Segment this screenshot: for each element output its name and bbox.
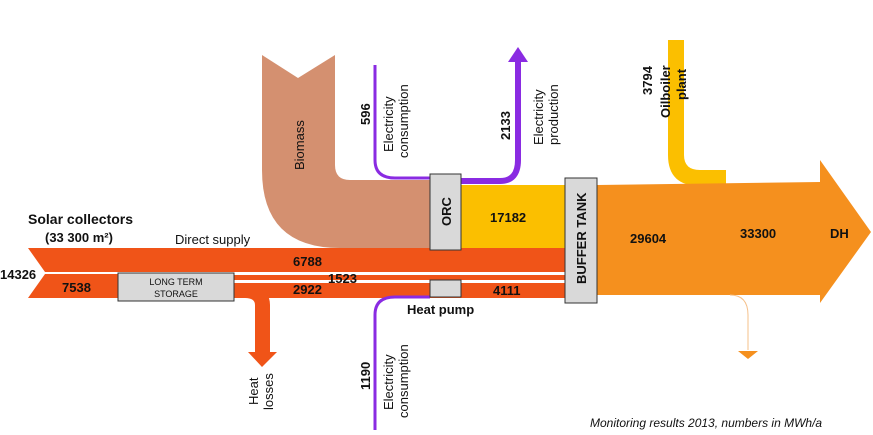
solar-area-label: (33 300 m²) bbox=[45, 230, 113, 245]
solar-direct-flow bbox=[28, 248, 565, 272]
storage-to-heatpump-value: 2922 bbox=[293, 282, 322, 297]
footnote: Monitoring results 2013, numbers in MWh/… bbox=[590, 416, 822, 430]
storage-to-buffer-flow bbox=[232, 275, 565, 280]
long-term-storage-box bbox=[117, 272, 235, 302]
orc-electricity-in-label1: Electricity bbox=[381, 96, 396, 152]
orc-electricity-out-value: 2133 bbox=[498, 111, 513, 140]
oilboiler-label1: Oilboiler bbox=[658, 65, 673, 118]
heatpump-electricity-label1: Electricity bbox=[381, 354, 396, 410]
solar-storage-flow bbox=[28, 274, 120, 298]
direct-supply-label: Direct supply bbox=[175, 232, 251, 247]
direct-value: 6788 bbox=[293, 254, 322, 269]
storage-in-value: 7538 bbox=[62, 280, 91, 295]
orc-electricity-in-value: 596 bbox=[358, 103, 373, 125]
heat-losses-label1: Heat bbox=[246, 377, 261, 405]
orc-electricity-in-label2: consumption bbox=[396, 84, 411, 158]
oilboiler-label2: plant bbox=[674, 68, 689, 100]
dh-total-value: 33300 bbox=[740, 226, 776, 241]
heat-losses-flow bbox=[232, 288, 270, 352]
storage-to-heatpump-flow bbox=[232, 283, 565, 298]
orc-electricity-out-label1: Electricity bbox=[531, 89, 546, 145]
biomass-label: Biomass bbox=[292, 120, 307, 170]
orc-heat-value: 17182 bbox=[490, 210, 526, 225]
heatpump-electricity-line bbox=[373, 295, 430, 430]
storage-to-buffer-value: 1523 bbox=[328, 271, 357, 286]
buffer-tank-label: BUFFER TANK bbox=[574, 192, 589, 284]
buffer-out-value: 29604 bbox=[630, 231, 667, 246]
oilboiler-flow bbox=[668, 40, 726, 186]
orc-box bbox=[429, 173, 462, 251]
orc-electricity-in-line bbox=[373, 65, 430, 180]
solar-collectors-label: Solar collectors bbox=[28, 211, 133, 227]
heatpump-electricity-value: 1190 bbox=[358, 362, 373, 390]
dh-loss-arrowhead bbox=[738, 351, 758, 359]
oilboiler-value: 3794 bbox=[640, 65, 655, 95]
orc-electricity-out-line bbox=[461, 60, 521, 184]
heat-pump-label: Heat pump bbox=[407, 302, 474, 317]
heat-losses-label2: losses bbox=[261, 373, 276, 410]
orc-heat-flow bbox=[461, 185, 565, 248]
orc-label: ORC bbox=[439, 197, 454, 227]
buffer-tank-box bbox=[564, 177, 598, 304]
orc-electricity-out-label2: production bbox=[546, 84, 561, 145]
heat-pump-box bbox=[429, 279, 462, 298]
dh-label: DH bbox=[830, 226, 849, 241]
dh-loss-line bbox=[729, 294, 749, 350]
heatpump-electricity-label2: consumption bbox=[396, 344, 411, 418]
electricity-production-arrowhead bbox=[508, 47, 528, 62]
heatpump-out-value: 4111 bbox=[493, 283, 521, 298]
storage-label1: LONG TERM bbox=[149, 277, 202, 287]
storage-label2: STORAGE bbox=[154, 289, 198, 299]
solar-total-value: 14326 bbox=[0, 267, 36, 282]
dh-arrow bbox=[597, 160, 871, 303]
biomass-flow bbox=[262, 55, 430, 248]
heat-losses-arrowhead bbox=[248, 352, 277, 367]
